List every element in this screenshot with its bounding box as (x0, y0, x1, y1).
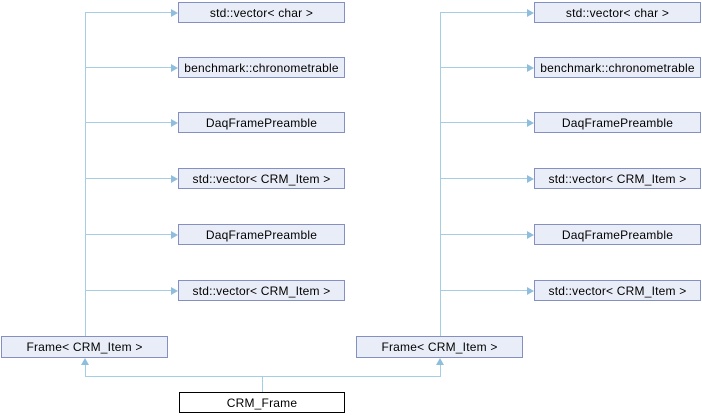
edge-left-connector-3 (85, 122, 171, 123)
edge-right-connector-3 (440, 122, 527, 123)
arrowhead-right-icon (171, 287, 178, 295)
arrowhead-right-icon (527, 64, 534, 72)
arrowhead-right-icon (171, 119, 178, 127)
arrowhead-up-icon (81, 358, 89, 365)
node-std-vector-crm-item-right-2[interactable]: std::vector< CRM_Item > (534, 280, 701, 301)
edge-right-connector-2 (440, 67, 527, 68)
node-benchmark-chronometrable-left[interactable]: benchmark::chronometrable (178, 57, 345, 78)
edge-right-connector-1 (440, 12, 527, 13)
node-crm-frame-main: CRM_Frame (179, 392, 345, 413)
node-daqframepreamble-left-1[interactable]: DaqFramePreamble (178, 112, 345, 133)
arrowhead-right-icon (527, 231, 534, 239)
edge-right-connector-5 (440, 234, 527, 235)
edge-left-connector-5 (85, 234, 171, 235)
edge-left-connector-2 (85, 67, 171, 68)
edge-right-connector-6 (440, 290, 527, 291)
node-daqframepreamble-left-2[interactable]: DaqFramePreamble (178, 224, 345, 245)
edge-main-stub (262, 376, 263, 392)
node-std-vector-crm-item-left-2[interactable]: std::vector< CRM_Item > (178, 280, 345, 301)
arrowhead-right-icon (171, 175, 178, 183)
edge-right-trunk (440, 12, 441, 336)
node-daqframepreamble-right-1[interactable]: DaqFramePreamble (534, 112, 701, 133)
node-frame-crm-item-left[interactable]: Frame< CRM_Item > (1, 336, 168, 358)
edge-left-connector-1 (85, 12, 171, 13)
node-daqframepreamble-right-2[interactable]: DaqFramePreamble (534, 224, 701, 245)
arrowhead-up-icon (436, 358, 444, 365)
node-std-vector-char-left[interactable]: std::vector< char > (178, 2, 345, 23)
edge-left-frame-stub (85, 364, 86, 376)
node-std-vector-crm-item-left-1[interactable]: std::vector< CRM_Item > (178, 168, 345, 189)
node-std-vector-char-right[interactable]: std::vector< char > (534, 2, 701, 23)
arrowhead-right-icon (527, 175, 534, 183)
edge-left-connector-4 (85, 178, 171, 179)
edge-right-frame-stub (440, 364, 441, 376)
node-std-vector-crm-item-right-1[interactable]: std::vector< CRM_Item > (534, 168, 701, 189)
arrowhead-right-icon (527, 287, 534, 295)
edge-left-connector-6 (85, 290, 171, 291)
edge-left-trunk (85, 12, 86, 336)
node-frame-crm-item-right[interactable]: Frame< CRM_Item > (356, 336, 523, 358)
arrowhead-right-icon (527, 9, 534, 17)
node-benchmark-chronometrable-right[interactable]: benchmark::chronometrable (534, 57, 701, 78)
edge-bottom-bus (85, 376, 441, 377)
edge-right-connector-4 (440, 178, 527, 179)
arrowhead-right-icon (171, 231, 178, 239)
arrowhead-right-icon (171, 64, 178, 72)
arrowhead-right-icon (171, 9, 178, 17)
arrowhead-right-icon (527, 119, 534, 127)
